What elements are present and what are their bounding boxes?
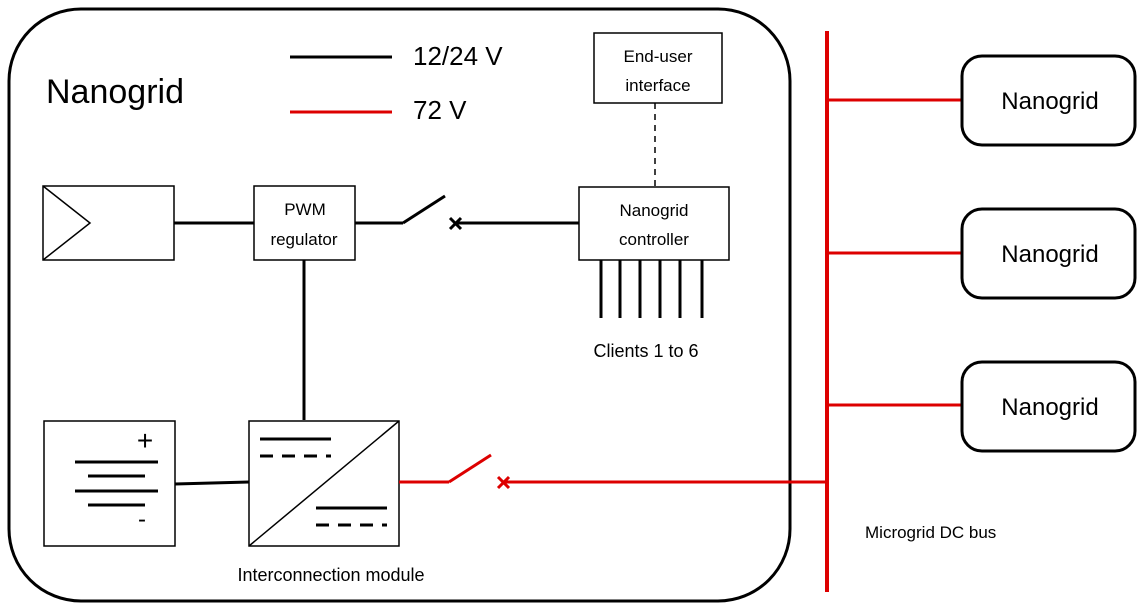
nanogrid-title: Nanogrid [46,73,184,111]
battery-block: + - [43,420,176,547]
external-nanogrid: Nanogrid [960,207,1137,300]
external-nanogrid-label: Nanogrid [1001,88,1098,115]
battery-to-interconnection-line [174,480,250,486]
solar-panel-block [42,185,175,261]
end-user-interface-box [593,32,723,104]
external-nanogrid-box [960,360,1137,453]
pwm-regulator-line1: PWM [284,200,326,219]
nanogrid-controller-block: Nanogrid controller [578,186,730,261]
converter-diagonal [248,420,400,547]
dc-dc-converter-icon [260,437,387,527]
legend-high-voltage-label: 72 V [413,95,467,125]
battery-plus-label: + [137,425,153,456]
external-nanogrid: Nanogrid [960,360,1137,453]
low-voltage-switch-blade [402,194,446,225]
battery-box [43,420,176,547]
solar-panel-icon [42,185,92,261]
interconnection-module-block [248,420,400,547]
clients-label: Clients 1 to 6 [593,341,698,361]
battery-icon [75,460,158,507]
nanogrid-controller-box [578,186,730,261]
external-nanogrid-label: Nanogrid [1001,394,1098,421]
legend-low-voltage-label: 12/24 V [413,41,503,71]
pwm-regulator-line2: regulator [270,230,337,249]
microgrid-bus-label: Microgrid DC bus [865,523,996,542]
client-lines [599,260,704,318]
external-nanogrid-box [960,54,1137,147]
high-voltage-switch-blade [448,453,492,484]
interconnection-module-label: Interconnection module [237,565,424,585]
external-nanogrid: Nanogrid [960,54,1137,147]
external-nanogrid-label: Nanogrid [1001,241,1098,268]
nanogrid-enclosure [7,7,792,603]
solar-panel-box [42,185,175,261]
external-nanogrid-box [960,207,1137,300]
legend: 12/24 V 72 V [290,41,503,125]
end-user-interface-line1: End-user [624,47,693,66]
nanogrid-controller-line1: Nanogrid [620,201,689,220]
battery-minus-label: - [138,506,146,533]
pwm-regulator-block: PWM regulator [253,185,356,261]
end-user-interface-block: End-user interface [593,32,723,104]
nanogrid-controller-line2: controller [619,230,689,249]
end-user-interface-line2: interface [625,76,690,95]
